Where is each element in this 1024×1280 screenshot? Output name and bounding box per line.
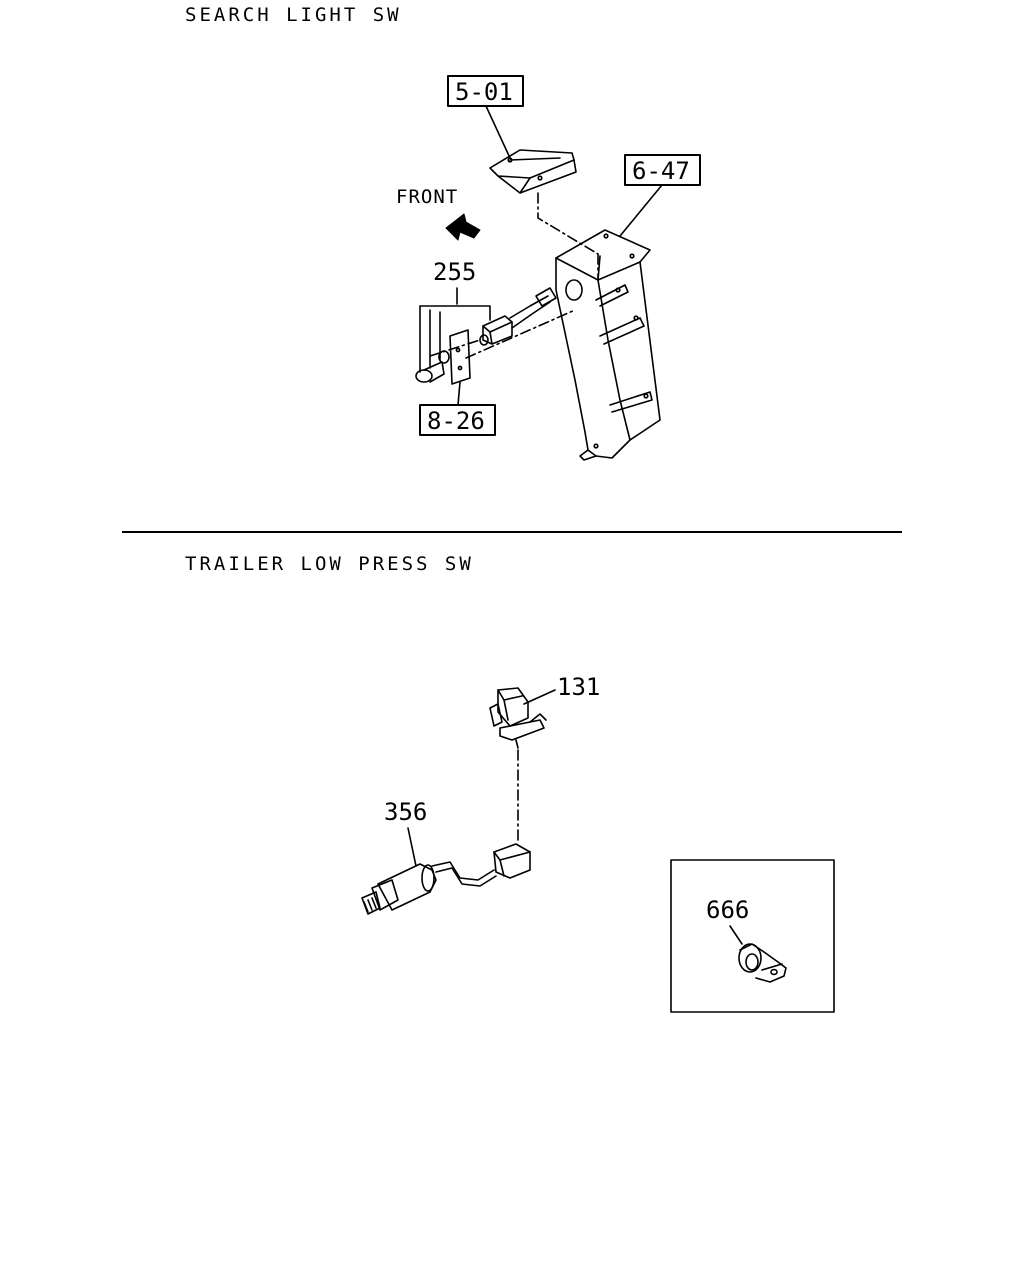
leader-131	[523, 689, 556, 705]
section-title-trailer-low-press: TRAILER LOW PRESS SW	[185, 553, 474, 575]
connector-part	[489, 687, 547, 749]
bracket-part	[489, 149, 577, 194]
callout-8-26: 8-26	[427, 407, 485, 435]
pressure-switch-part	[361, 843, 531, 915]
section-title-search-light: SEARCH LIGHT SW	[185, 4, 402, 26]
callout-131: 131	[557, 673, 600, 701]
leader-255	[419, 287, 491, 321]
leader-666	[729, 925, 743, 945]
search-light-switch-part	[415, 287, 557, 385]
connection-lines	[429, 192, 599, 359]
leader-6-47	[619, 184, 663, 237]
leader-8-26	[457, 381, 461, 406]
callout-5-01: 5-01	[455, 78, 513, 106]
leader-5-01	[485, 105, 511, 159]
callout-666: 666	[706, 896, 749, 924]
callout-356: 356	[384, 798, 427, 826]
leader-356	[407, 827, 417, 867]
front-arrow-icon	[445, 213, 481, 241]
callout-6-47: 6-47	[632, 157, 690, 185]
inset-box	[670, 859, 835, 1013]
clip-part	[738, 943, 787, 983]
section-divider	[122, 531, 902, 533]
callout-255: 255	[433, 258, 476, 286]
stand-frame-part	[555, 229, 661, 461]
front-label: FRONT	[396, 186, 458, 208]
